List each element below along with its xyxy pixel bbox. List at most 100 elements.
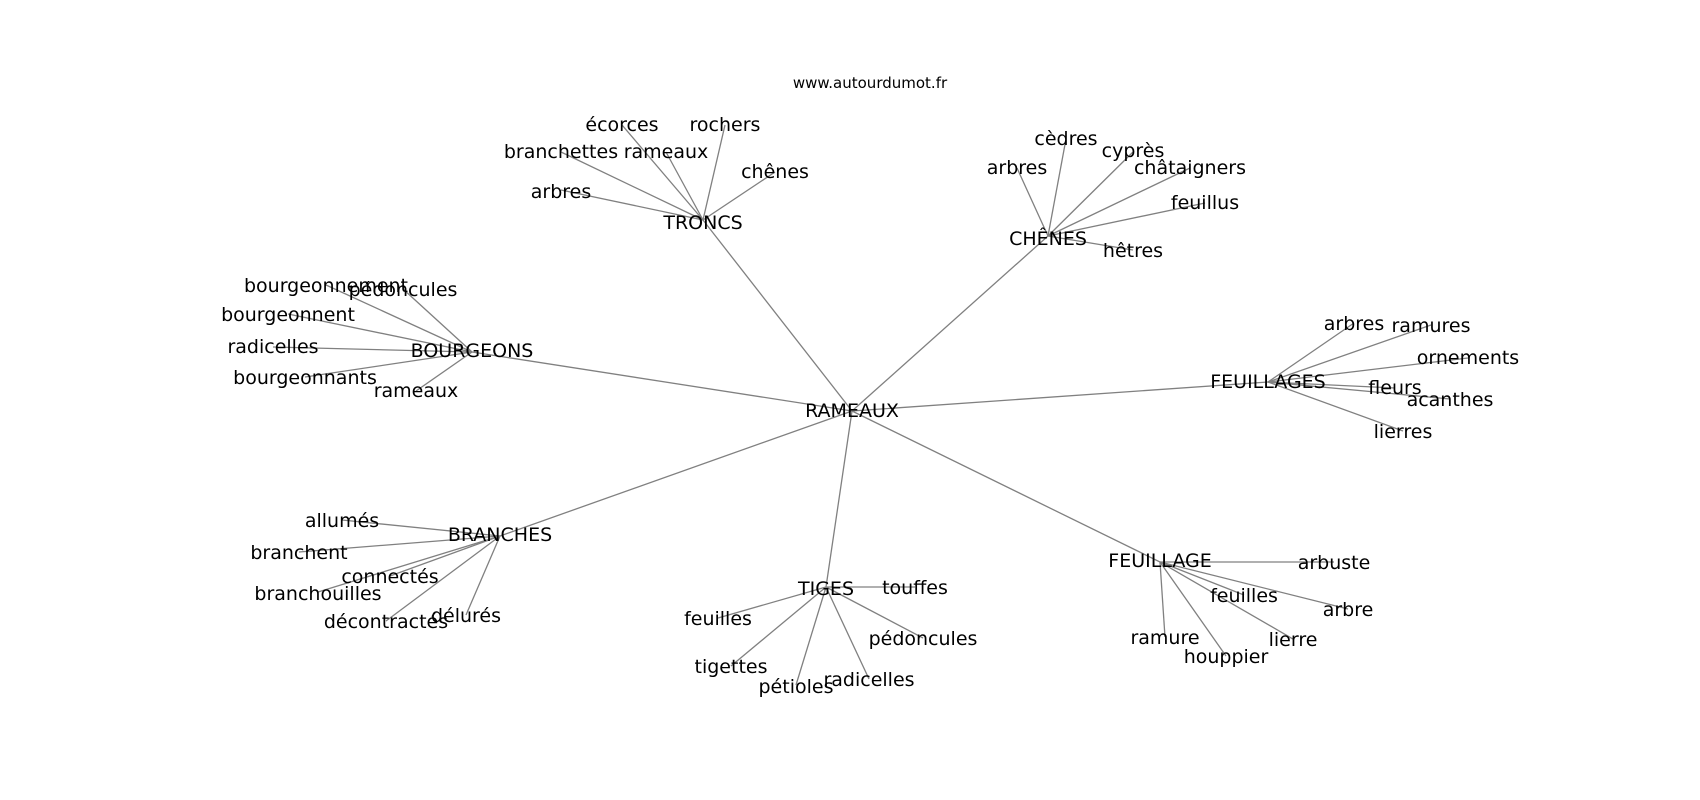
leaf-node[interactable]: arbre xyxy=(1323,599,1374,621)
leaf-node[interactable]: allumés xyxy=(305,510,379,532)
edge-hub-leaf xyxy=(298,535,501,553)
leaf-node[interactable]: châtaigners xyxy=(1134,157,1246,179)
leaf-node[interactable]: branchettes xyxy=(504,141,618,163)
leaf-node[interactable]: connectés xyxy=(341,566,438,588)
edge-hub-leaf xyxy=(717,586,827,619)
leaf-node[interactable]: lierre xyxy=(1269,629,1318,651)
edge-center-hub xyxy=(471,351,853,412)
edge-hub-leaf xyxy=(621,124,704,221)
edge-hub-leaf xyxy=(341,519,501,537)
hub-node[interactable]: CHÊNES xyxy=(1009,227,1087,250)
edge-hub-leaf xyxy=(317,535,501,593)
leaf-node[interactable]: ornements xyxy=(1417,347,1519,369)
leaf-node[interactable]: lierres xyxy=(1374,421,1433,443)
leaf-node[interactable]: bourgeonnement xyxy=(244,275,408,297)
hub-node[interactable]: BOURGEONS xyxy=(411,340,534,362)
leaf-node[interactable]: fleurs xyxy=(1368,377,1421,399)
edges-layer xyxy=(272,124,1469,686)
hub-node[interactable]: FEUILLAGE xyxy=(1108,550,1211,572)
edge-hub-leaf xyxy=(702,124,726,221)
leaf-node[interactable]: pédoncules xyxy=(349,279,458,301)
leaf-node[interactable]: cèdres xyxy=(1034,128,1097,150)
edge-hub-leaf xyxy=(402,288,473,353)
leaf-node[interactable]: rameaux xyxy=(624,141,709,163)
labels-layer: www.autourdumot.fr RAMEAUX TRONCS écorces r… xyxy=(221,74,1519,698)
edge-center-hub xyxy=(851,410,1161,563)
leaf-node[interactable]: arbres xyxy=(987,157,1048,179)
edge-center-hub xyxy=(499,410,853,537)
leaf-node[interactable]: radicelles xyxy=(227,336,318,358)
leaf-node[interactable]: arbuste xyxy=(1298,552,1371,574)
leaf-node[interactable]: chênes xyxy=(741,161,809,183)
hub-node[interactable]: FEUILLAGES xyxy=(1210,371,1326,393)
edge-hub-leaf xyxy=(1159,561,1349,610)
edge-hub-leaf xyxy=(1267,381,1451,400)
edge-hub-leaf xyxy=(1016,167,1049,237)
edge-hub-leaf xyxy=(389,535,501,577)
edge-hub-leaf xyxy=(730,586,827,667)
edge-hub-leaf xyxy=(385,535,501,622)
edge-hub-leaf xyxy=(825,586,924,639)
leaf-node[interactable]: délurés xyxy=(431,605,501,627)
center-node[interactable]: RAMEAUX xyxy=(805,400,899,422)
leaf-node[interactable]: arbres xyxy=(1324,313,1385,335)
edge-hub-leaf xyxy=(1267,381,1396,389)
leaf-node[interactable]: branchouilles xyxy=(254,583,381,605)
edge-hub-leaf xyxy=(1047,138,1067,237)
leaf-node[interactable]: arbres xyxy=(531,181,592,203)
leaf-node[interactable]: tigettes xyxy=(695,656,768,678)
edge-hub-leaf xyxy=(1047,235,1134,251)
edge-hub-leaf xyxy=(1047,151,1134,237)
edge-hub-leaf xyxy=(1047,167,1191,237)
edge-hub-leaf xyxy=(560,189,704,221)
edge-center-hub xyxy=(851,235,1049,412)
leaf-node[interactable]: acanthes xyxy=(1407,389,1494,411)
hub-node[interactable]: TIGES xyxy=(797,578,854,600)
leaf-node[interactable]: feuilles xyxy=(1210,585,1278,607)
edge-hub-leaf xyxy=(465,535,501,616)
site-credit: www.autourdumot.fr xyxy=(793,74,948,92)
leaf-node[interactable]: rameaux xyxy=(374,380,459,402)
edge-hub-leaf xyxy=(287,313,473,353)
edge-hub-leaf xyxy=(1047,202,1206,237)
leaf-node[interactable]: hêtres xyxy=(1103,240,1163,262)
hub-node[interactable]: BRANCHES xyxy=(448,524,552,546)
edge-hub-leaf xyxy=(1159,561,1245,596)
edge-center-hub xyxy=(825,410,853,588)
leaf-node[interactable]: touffes xyxy=(882,577,948,599)
leaf-node[interactable]: rochers xyxy=(690,114,761,136)
leaf-node[interactable]: feuilles xyxy=(684,608,752,630)
edge-hub-leaf xyxy=(1267,381,1404,432)
edge-hub-leaf xyxy=(795,586,827,686)
leaf-node[interactable]: bourgeonnent xyxy=(221,304,355,326)
leaf-node[interactable]: feuillus xyxy=(1171,192,1239,214)
edge-hub-leaf xyxy=(1159,561,1166,638)
edge-hub-leaf xyxy=(325,284,473,353)
leaf-node[interactable]: pédoncules xyxy=(869,628,978,650)
edge-hub-leaf xyxy=(560,151,704,221)
leaf-node[interactable]: décontractés xyxy=(324,611,448,633)
edge-hub-leaf xyxy=(1159,561,1227,657)
edge-hub-leaf xyxy=(665,151,704,221)
leaf-node[interactable]: radicelles xyxy=(823,669,914,691)
edge-hub-leaf xyxy=(1267,322,1355,383)
leaf-node[interactable]: ramures xyxy=(1392,315,1471,337)
hub-node[interactable]: TRONCS xyxy=(662,212,742,234)
edge-hub-leaf xyxy=(702,171,776,221)
edge-center-hub xyxy=(702,219,853,412)
edge-hub-leaf xyxy=(1267,357,1469,383)
leaf-node[interactable]: branchent xyxy=(250,542,347,564)
edge-hub-leaf xyxy=(825,586,870,680)
leaf-node[interactable]: écorces xyxy=(585,114,658,136)
leaf-node[interactable]: ramure xyxy=(1130,627,1199,649)
edge-center-hub xyxy=(851,381,1269,412)
leaf-node[interactable]: pétioles xyxy=(759,676,834,698)
edge-hub-leaf xyxy=(272,346,473,353)
edge-hub-leaf xyxy=(1159,561,1294,640)
leaf-node[interactable]: houppier xyxy=(1184,646,1269,668)
edge-hub-leaf xyxy=(304,351,473,378)
edge-hub-leaf xyxy=(415,351,473,392)
leaf-node[interactable]: bourgeonnants xyxy=(233,367,377,389)
leaf-node[interactable]: cyprès xyxy=(1102,140,1165,162)
